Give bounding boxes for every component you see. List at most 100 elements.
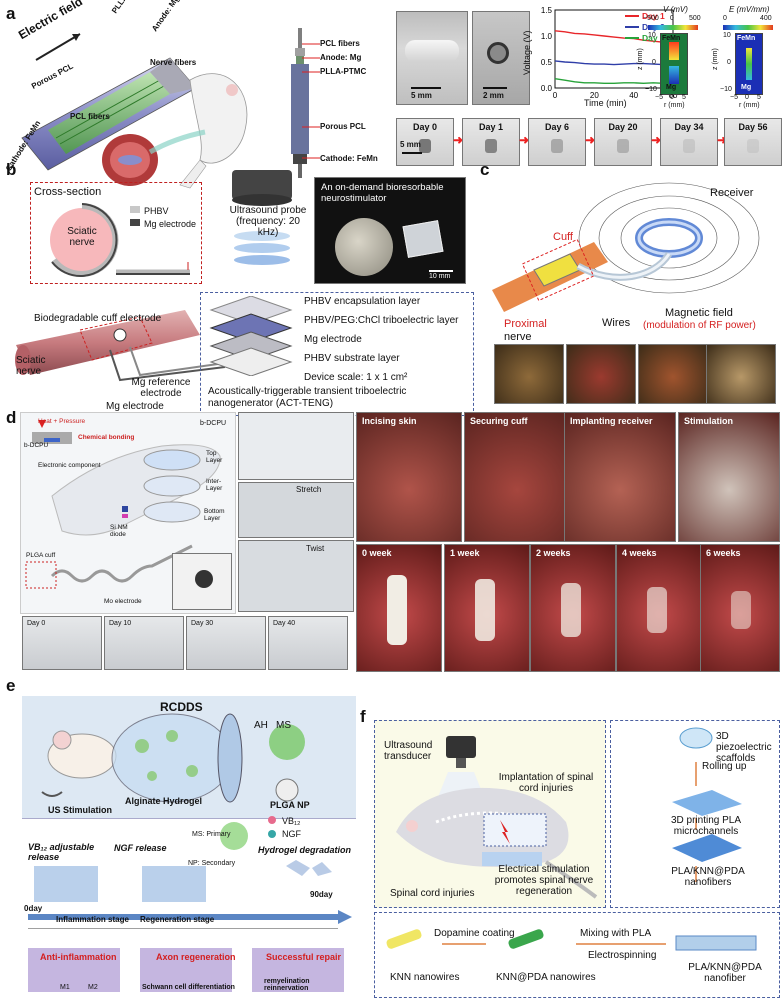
implant-device <box>647 587 667 633</box>
map-v-top-label: FeMn <box>662 35 681 42</box>
d-plga-label: PLGA cuff <box>26 552 56 559</box>
c-receiver-label: Receiver <box>710 187 754 199</box>
d-heat-label: Heat + Pressure <box>38 418 86 425</box>
chart-legend-label: Day 1 <box>642 11 665 21</box>
cross-section-diagram <box>50 203 190 277</box>
legend-phbv: PHBV <box>144 206 169 216</box>
d-week-photo-0: 0 week <box>356 544 442 672</box>
map-v-plot: FeMn Mg <box>660 33 688 95</box>
f-implant-label: Implantation of spinal cord injuries <box>498 772 594 794</box>
e-vb12-label: VB₁₂ <box>282 816 301 826</box>
arrow-icon: ➜ <box>519 133 530 147</box>
d-surgery-photo-3: Stimulation <box>678 412 780 542</box>
ultrasound-probe-illustration <box>232 170 292 265</box>
e-ah-label: AH <box>254 720 268 731</box>
map-v-xtick-2: 5 <box>682 94 686 101</box>
chart-xtick-label: 20 <box>590 91 599 100</box>
e-ms-label: MS <box>276 720 291 731</box>
c-field-label: Magnetic field <box>665 307 733 319</box>
d-week-photo-4-label: 6 weeks <box>706 548 741 558</box>
chart-ytick-label: 0.5 <box>541 58 553 67</box>
map-e-xlabel: r (mm) <box>739 102 760 109</box>
d-surgery-photo-2-label: Implanting receiver <box>570 416 653 426</box>
act-teng-label: Acoustically-triggerable transient tribo… <box>208 386 407 409</box>
d-surgery-photo-1-label: Securing cuff <box>470 416 528 426</box>
e-repair-label: Successful repair <box>266 952 342 962</box>
f-electrospin-label: Electrospinning <box>588 950 657 961</box>
d-surgery-photo-1: Securing cuff <box>464 412 570 542</box>
d-mech-photo-1 <box>238 482 354 538</box>
chart-xtick-label: 40 <box>629 91 638 100</box>
layer-1: PHBV/PEG:ChCl triboelectric layer <box>304 315 459 326</box>
device-rod-illustration <box>291 28 309 178</box>
degradation-photo-day-4: Day 34 <box>660 118 718 166</box>
cross-section-title: Cross-section <box>34 186 102 198</box>
d-week-photo-0-label: 0 week <box>362 548 392 558</box>
map-e-xtick-1: 0 <box>745 94 749 101</box>
arrow-icon: ➜ <box>717 133 728 147</box>
arrow-icon: ➜ <box>585 133 596 147</box>
layer-3: PHBV substrate layer <box>304 353 400 364</box>
rod-pointer-lines <box>302 43 320 159</box>
chart-ylabel: Voltage (V) <box>522 30 532 75</box>
d-week-photo-4: 6 weeks <box>700 544 780 672</box>
d-degr-photo-1: Day 10 <box>104 616 184 670</box>
layer-0: PHBV encapsulation layer <box>304 296 421 307</box>
degradation-photo-day-5-label: Day 56 <box>738 122 768 132</box>
panel-label-c: c <box>480 160 490 179</box>
d-week-photo-1: 1 week <box>444 544 530 672</box>
degradation-photo-day-0-label: Day 0 <box>412 122 438 132</box>
f-knnpda-label: KNN@PDA nanowires <box>496 972 596 983</box>
arrow-icon: ➜ <box>453 133 464 147</box>
electric-field-device-illustration <box>21 33 248 189</box>
d-degr-photo-0: Day 0 <box>22 616 102 670</box>
d-inset-photo <box>172 553 232 610</box>
nerve-cuff-illustration <box>15 310 226 382</box>
implant-blob <box>551 139 563 153</box>
e-us-label: US Stimulation <box>48 805 113 815</box>
e-plga-np-label: PLGA NP <box>270 800 310 810</box>
f-bottom-box <box>374 912 780 998</box>
panel-label-e: e <box>6 676 16 695</box>
c-surgery-photo-1 <box>566 344 636 404</box>
map-v-xtick-0: −5 <box>655 94 663 101</box>
degradation-photo-day-2: Day 6 <box>528 118 586 166</box>
photo2-scale: 2 mm <box>483 91 504 100</box>
c-surgery-photo-3 <box>706 344 776 404</box>
d-degr-photo-1-label: Day 10 <box>109 620 132 627</box>
d-week-photo-1-label: 1 week <box>450 548 480 558</box>
chart-xlabel: Time (min) <box>584 98 627 108</box>
d-chem-label: Chemical bonding <box>78 434 135 441</box>
device-photo-end: 2 mm <box>472 11 530 105</box>
d-degr-photo-3-label: Day 40 <box>273 620 296 627</box>
f-transducer-label: Ultrasound transducer <box>384 740 433 762</box>
map-e-ylabel: z (mm) <box>712 48 719 70</box>
implant-device <box>387 575 407 645</box>
map-v-ytick-1: 0 <box>652 59 656 66</box>
implant-device <box>561 583 581 637</box>
d-surgery-photo-0-label: Incising skin <box>362 416 417 426</box>
e-ngf-label: NGF <box>282 829 301 839</box>
cuff-electrode-label: Biodegradable cuff electrode <box>34 313 162 324</box>
map-e-ytick-0: 10 <box>723 32 731 39</box>
f-scaffolds-label: 3D piezoelectric scaffolds <box>716 731 772 764</box>
f-rolling-label: Rolling up <box>702 761 747 772</box>
d-top-layer: Top Layer <box>206 450 223 464</box>
degradation-photo-day-4-label: Day 34 <box>674 122 704 132</box>
arrow-icon: ➜ <box>651 133 662 147</box>
b-sciatic-nerve-label: Sciatic nerve <box>16 355 46 377</box>
chart-xtick-label: 60 <box>669 91 678 100</box>
chart-series-line-2 <box>554 77 674 85</box>
map-e-tick-0: 0 <box>723 15 727 22</box>
panel-label-a: a <box>6 4 16 23</box>
chart-ytick-label: 1.5 <box>541 6 553 15</box>
f-scaffold-illustration <box>672 727 742 882</box>
cross-section-box <box>30 182 202 284</box>
chart-ytick-label: 0.0 <box>541 84 553 93</box>
d-surgery-photo-2: Implanting receiver <box>564 412 676 542</box>
map-e-plot: FeMn Mg <box>735 33 763 95</box>
rod-label-cathode-femn: Cathode: FeMn <box>320 154 378 163</box>
c-proximal-label: Proximal <box>504 318 547 330</box>
d-bottom-layer: Bottom Layer <box>204 508 225 522</box>
rod-label-porous-pcl: Porous PCL <box>320 122 366 131</box>
